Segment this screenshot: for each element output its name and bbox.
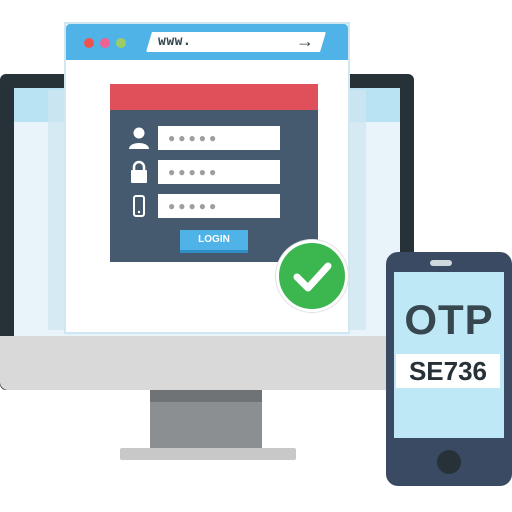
browser-shadow-right bbox=[346, 90, 366, 330]
monitor-base bbox=[120, 448, 296, 460]
browser-shadow-left bbox=[48, 90, 68, 330]
username-field-value: ●●●●● bbox=[168, 131, 220, 145]
phone-speaker bbox=[430, 260, 452, 266]
phone-field-value: ●●●●● bbox=[168, 199, 220, 213]
phone-home-button[interactable] bbox=[437, 450, 461, 474]
otp-title: OTP bbox=[404, 296, 494, 343]
monitor-stand-shadow bbox=[150, 390, 262, 402]
monitor-chin bbox=[0, 336, 414, 390]
window-minimize-dot[interactable] bbox=[100, 38, 110, 48]
address-bar-text: www. bbox=[158, 34, 192, 49]
go-arrow-icon[interactable]: → bbox=[296, 31, 314, 51]
login-panel-header bbox=[110, 84, 318, 110]
lock-icon bbox=[128, 160, 150, 184]
window-maximize-dot[interactable] bbox=[116, 38, 126, 48]
login-button[interactable]: LOGIN bbox=[180, 230, 248, 250]
password-field[interactable] bbox=[158, 160, 280, 184]
success-check-icon bbox=[276, 240, 348, 312]
user-icon bbox=[128, 126, 150, 150]
phone-icon bbox=[128, 194, 150, 218]
password-field-value: ●●●●● bbox=[168, 165, 220, 179]
username-field[interactable] bbox=[158, 126, 280, 150]
otp-code: SE736 bbox=[408, 356, 488, 386]
phone-field[interactable] bbox=[158, 194, 280, 218]
otp-code-box bbox=[396, 354, 500, 388]
window-close-dot[interactable] bbox=[84, 38, 94, 48]
address-bar[interactable] bbox=[146, 32, 326, 52]
